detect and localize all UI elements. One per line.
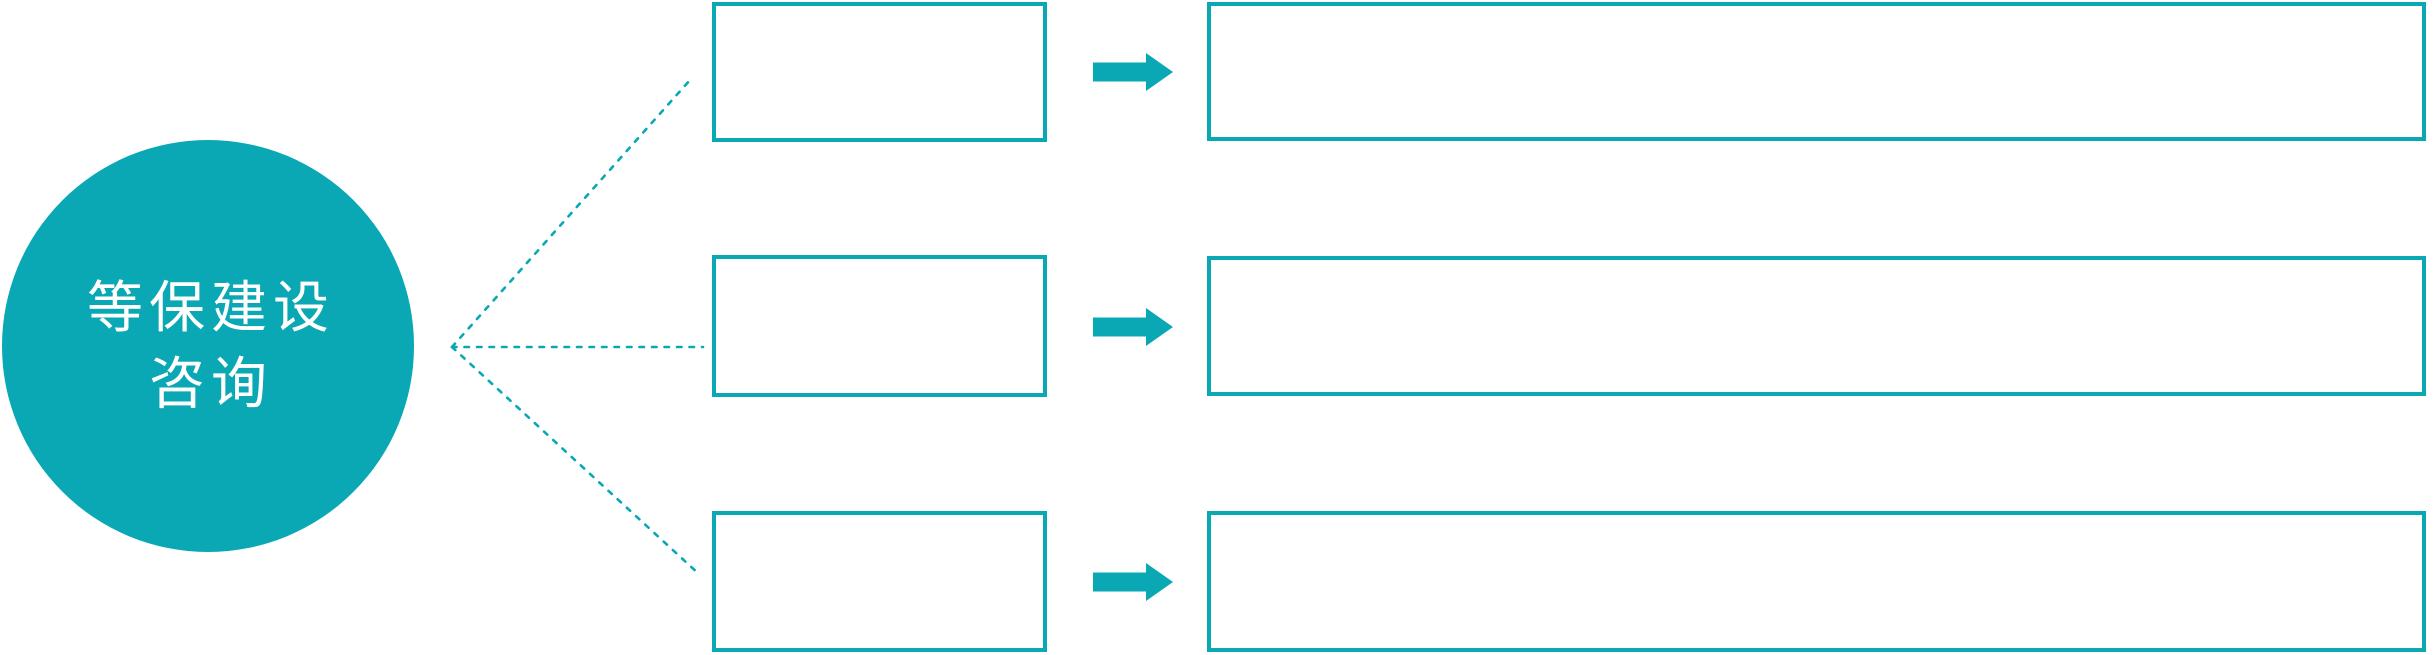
category-box-2-label <box>716 259 1043 393</box>
arrow-right-icon <box>1093 563 1173 601</box>
category-box-3 <box>712 511 1047 652</box>
detail-box-1 <box>1207 2 2426 141</box>
detail-box-3 <box>1207 511 2426 652</box>
arrow-right-icon <box>1093 53 1173 91</box>
circle-label-line1: 等保建设 <box>87 276 335 339</box>
category-box-3-label <box>716 515 1043 648</box>
category-box-2 <box>712 255 1047 397</box>
circle-label-line2: 咨询 <box>149 352 273 415</box>
arrow-right-icon <box>1093 308 1173 346</box>
connector-line-bottom <box>450 345 702 577</box>
connector-line-top <box>450 78 692 349</box>
consulting-circle: 等保建设 咨询 <box>2 140 414 552</box>
detail-box-1-label <box>1211 6 2422 137</box>
detail-box-2 <box>1207 256 2426 396</box>
category-box-1-label <box>716 6 1043 138</box>
detail-box-3-label <box>1211 515 2422 648</box>
category-box-1 <box>712 2 1047 142</box>
detail-box-2-label <box>1211 260 2422 392</box>
